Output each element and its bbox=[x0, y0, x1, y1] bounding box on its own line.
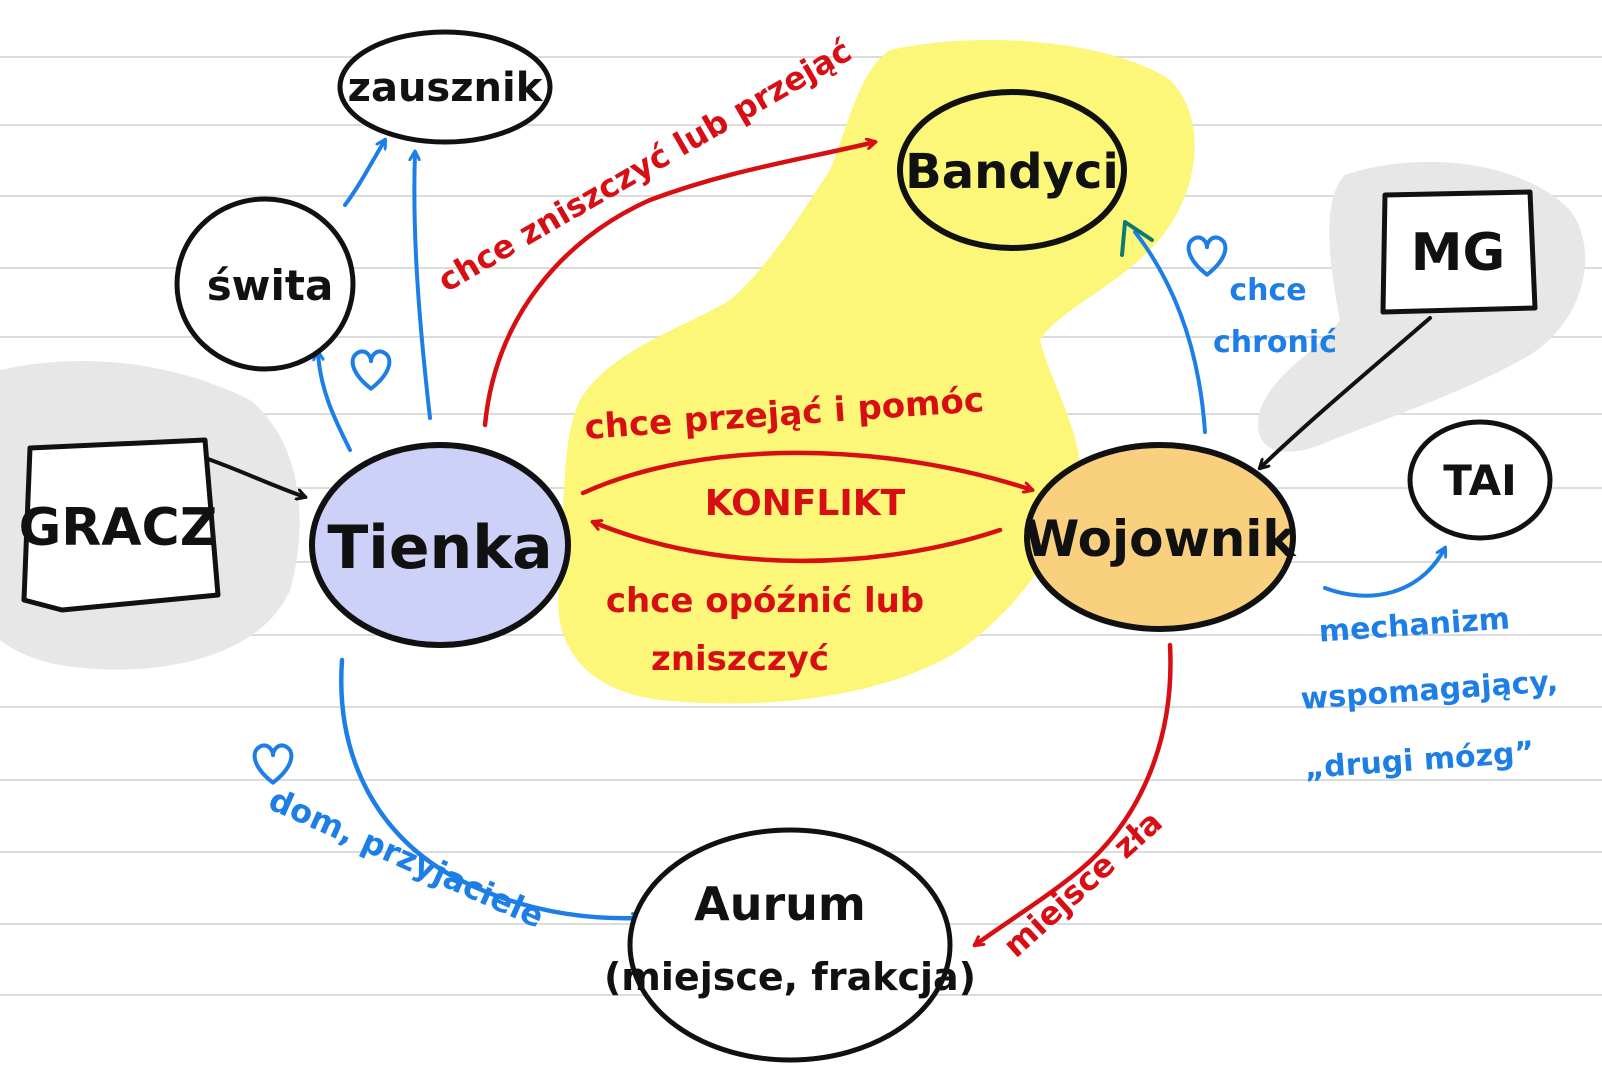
node-tienka-label: Tienka bbox=[327, 513, 552, 583]
node-gracz: GRACZ bbox=[19, 437, 221, 613]
edge-tienka-wojownik bbox=[580, 450, 1032, 496]
heart-icon bbox=[252, 743, 294, 785]
node-swita: świta bbox=[174, 196, 356, 372]
node-swita-label: świta bbox=[207, 261, 334, 310]
heart-icon bbox=[350, 349, 392, 391]
edge-wojownik-tai bbox=[1323, 548, 1445, 598]
node-gracz-label: GRACZ bbox=[19, 498, 218, 558]
edge-wojownik-aurum bbox=[975, 642, 1173, 948]
edge-swita-zausznik bbox=[343, 140, 385, 207]
node-tienka: Tienka bbox=[309, 442, 571, 648]
node-aurum-label: Aurum bbox=[694, 877, 866, 931]
edge-wojownik-tienka bbox=[593, 522, 1003, 564]
node-tai-label: TAI bbox=[1443, 456, 1517, 505]
heart-icon bbox=[1186, 235, 1228, 277]
node-wojownik: Wojownik bbox=[1024, 442, 1297, 632]
edge-wojownik-bandyci-head bbox=[1120, 220, 1154, 257]
edge-tienka-swita bbox=[318, 352, 352, 452]
label-conflict: KONFLIKT bbox=[705, 483, 906, 524]
label-wojownik-tai-line1: mechanizm bbox=[1318, 601, 1511, 649]
edge-wojownik-bandyci bbox=[1133, 230, 1207, 434]
label-tienka-aurum: dom, przyjaciele bbox=[263, 780, 549, 935]
node-tai: TAI bbox=[1407, 419, 1553, 541]
label-wojownik-tai-line2: wspomagający, bbox=[1300, 664, 1560, 717]
label-wojownik-bandyci-line2: chronić bbox=[1213, 325, 1337, 360]
node-mg: MG bbox=[1380, 189, 1538, 315]
node-aurum-sublabel: (miejsce, frakcja) bbox=[604, 955, 976, 999]
node-aurum: Aurum (miejsce, frakcja) bbox=[604, 827, 976, 1063]
label-wojownik-tienka-line2: zniszczyć bbox=[651, 639, 829, 679]
edge-mg-wojownik bbox=[1260, 316, 1432, 468]
edge-gracz-tienka bbox=[203, 456, 305, 497]
node-mg-label: MG bbox=[1411, 223, 1505, 283]
edge-tienka-aurum bbox=[339, 657, 640, 918]
edge-tienka-zausznik bbox=[414, 152, 432, 420]
node-zausznik: zausznik bbox=[337, 29, 553, 145]
edge-tienka-bandyci bbox=[482, 142, 875, 428]
label-wojownik-bandyci-line1: chce bbox=[1229, 273, 1306, 308]
node-bandyci-label: Bandyci bbox=[905, 144, 1119, 200]
label-wojownik-tai-line3: „drugi mózg” bbox=[1303, 735, 1535, 786]
node-zausznik-label: zausznik bbox=[348, 65, 544, 111]
label-wojownik-aurum: miejsce zła bbox=[996, 803, 1170, 965]
node-wojownik-label: Wojownik bbox=[1024, 510, 1297, 568]
node-bandyci: Bandyci bbox=[897, 89, 1127, 251]
label-wojownik-tienka-line1: chce opóźnić lub bbox=[606, 581, 924, 621]
